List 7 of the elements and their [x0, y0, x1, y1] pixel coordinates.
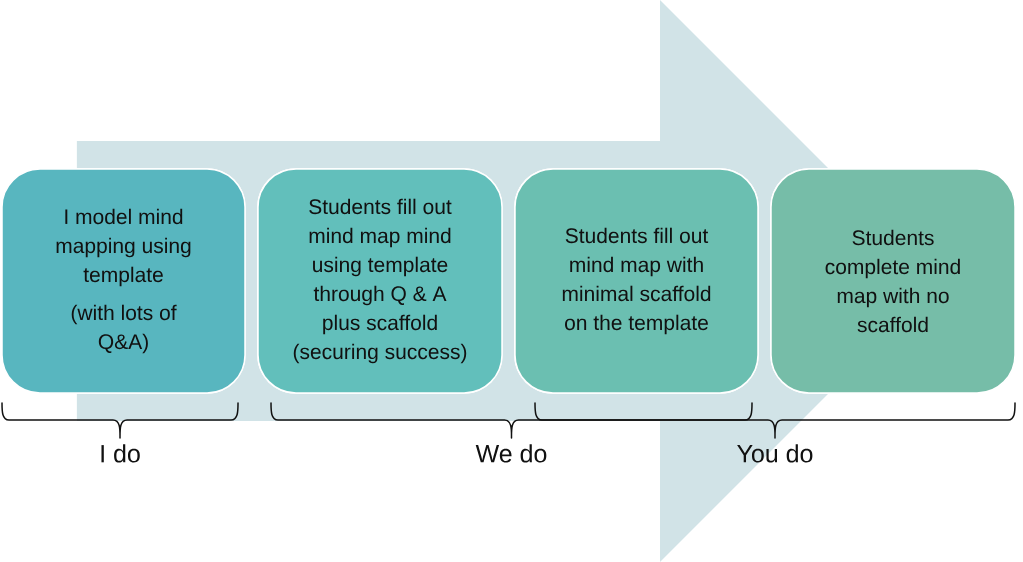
step-box: I model mind mapping using template (with lots of Q&A) — [1, 168, 246, 394]
step-box: Students complete mind map with no scaffold — [770, 168, 1016, 394]
step-box: Students fill out mind map mind using template through Q & A plus scaffold (securing success) — [257, 168, 503, 394]
bracket-label: I do — [101, 444, 140, 463]
bracket-label: You do — [737, 444, 813, 463]
step-box: Students fill out mind map with minimal scaffold on the template — [514, 168, 759, 394]
bracket-label: We do — [475, 444, 547, 463]
